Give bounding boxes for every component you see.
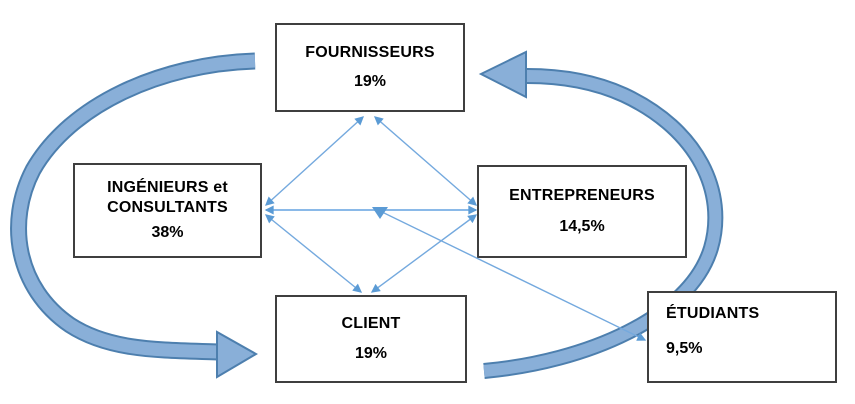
link-entrepreneurs-client: [370, 214, 478, 293]
node-percentage: 19%: [353, 73, 387, 91]
right-cycle-arrow: [478, 50, 724, 379]
node-percentage: 19%: [354, 344, 388, 362]
left-cycle-arrow: [10, 52, 259, 379]
node-fournisseurs: FOURNISSEURS 19%: [275, 23, 465, 112]
node-label: ENTREPRENEURS: [509, 187, 655, 204]
node-percentage: 14,5%: [559, 218, 605, 235]
node-percentage: 9,5%: [666, 340, 703, 357]
center-arrowhead: [372, 207, 388, 219]
node-ingenieurs-consultants: INGÉNIEURS et CONSULTANTS 38%: [73, 163, 262, 258]
link-ingenieurs-client: [264, 214, 363, 293]
node-client: CLIENT 19%: [275, 295, 467, 383]
node-label: FOURNISSEURS: [305, 43, 435, 61]
link-ingenieurs-fournisseurs: [265, 116, 364, 206]
node-label: INGÉNIEURS et CONSULTANTS: [107, 179, 228, 216]
node-label: ÉTUDIANTS: [666, 305, 760, 322]
node-entrepreneurs: ENTREPRENEURS 14,5%: [477, 165, 687, 258]
node-label: CLIENT: [341, 315, 401, 333]
node-etudiants: ÉTUDIANTS 9,5%: [647, 291, 837, 383]
link-etudiants-center: [379, 210, 647, 341]
link-fournisseurs-entrepreneurs: [373, 116, 478, 206]
node-percentage: 38%: [151, 224, 184, 241]
